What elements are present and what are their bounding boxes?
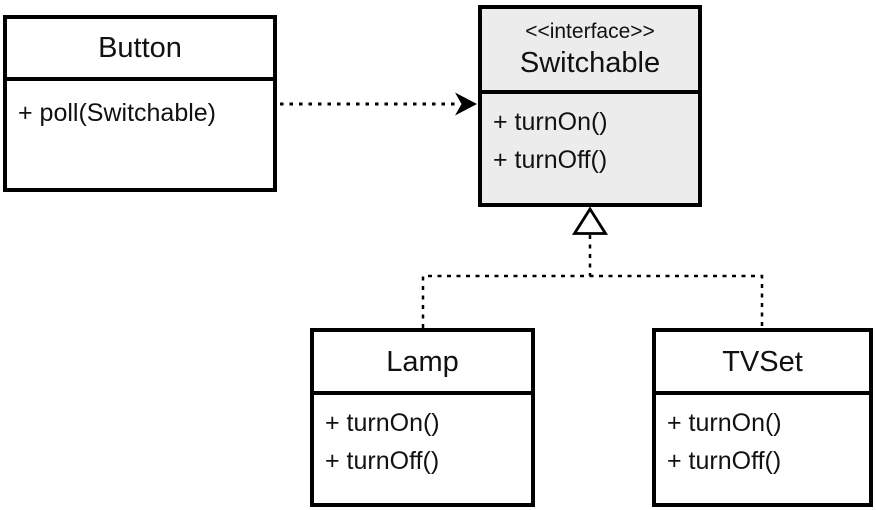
realization-branch-lamp-tvset bbox=[421, 274, 764, 328]
class-header-switchable: <<interface>> Switchable bbox=[482, 9, 698, 94]
stereotype-label: <<interface>> bbox=[525, 19, 655, 43]
class-header-button: Button bbox=[7, 19, 273, 81]
member-line: + turnOn() bbox=[493, 108, 608, 136]
member-line: + turnOff() bbox=[325, 447, 440, 475]
interface-box-switchable: <<interface>> Switchable + turnOn() + tu… bbox=[478, 5, 702, 207]
class-box-lamp: Lamp + turnOn() + turnOff() bbox=[310, 328, 535, 507]
class-members-lamp: + turnOn() + turnOff() bbox=[314, 395, 531, 489]
class-header-tvset: TVSet bbox=[656, 332, 869, 395]
class-name: Switchable bbox=[519, 46, 661, 79]
class-header-lamp: Lamp bbox=[314, 332, 531, 395]
member-line: + turnOff() bbox=[493, 146, 608, 174]
member-line: + turnOff() bbox=[667, 447, 782, 475]
member-line: + turnOn() bbox=[667, 409, 782, 437]
member-line: + poll(Switchable) bbox=[18, 99, 217, 127]
class-name: Lamp bbox=[386, 345, 459, 378]
member-line: + turnOn() bbox=[325, 409, 440, 437]
class-name: TVSet bbox=[722, 345, 803, 378]
class-name: Button bbox=[98, 32, 182, 64]
class-box-tvset: TVSet + turnOn() + turnOff() bbox=[652, 328, 873, 507]
class-members-tvset: + turnOn() + turnOff() bbox=[656, 395, 869, 489]
class-members-switchable: + turnOn() + turnOff() bbox=[482, 94, 698, 188]
dependency-arrowhead-icon bbox=[455, 92, 477, 116]
class-box-button: Button + poll(Switchable) bbox=[3, 15, 277, 192]
realization-triangle-icon bbox=[571, 206, 609, 235]
dependency-button-switchable bbox=[280, 92, 477, 116]
class-members-button: + poll(Switchable) bbox=[7, 81, 273, 141]
